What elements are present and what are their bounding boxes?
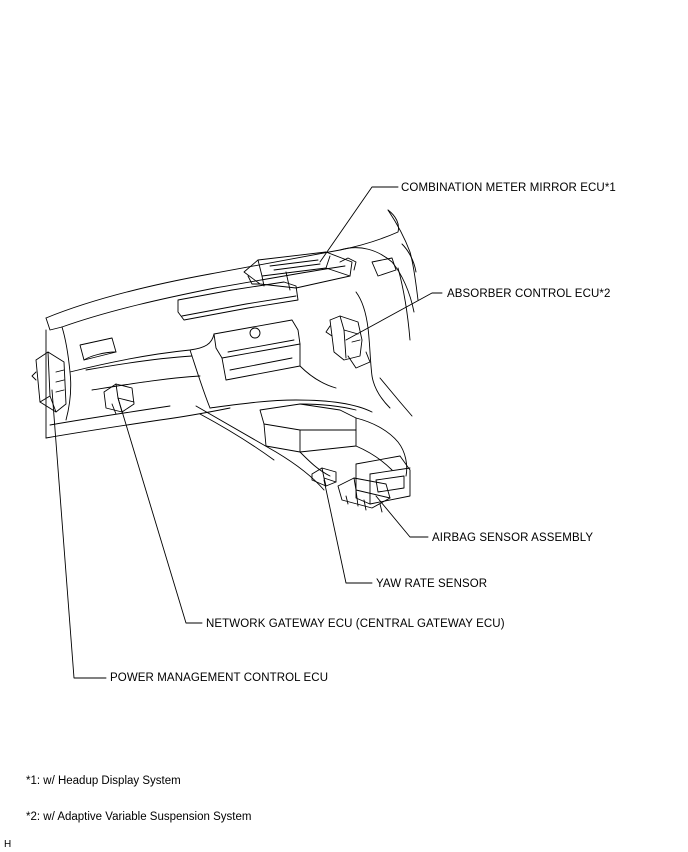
dashboard-outline bbox=[45, 209, 419, 505]
label-power-management-ecu: POWER MANAGEMENT CONTROL ECU bbox=[110, 672, 329, 684]
label-network-gateway-ecu: NETWORK GATEWAY ECU (CENTRAL GATEWAY ECU… bbox=[206, 618, 505, 630]
label-absorber-control-ecu: ABSORBER CONTROL ECU*2 bbox=[447, 288, 611, 300]
leader-network-gateway bbox=[117, 397, 203, 624]
leader-power-management bbox=[51, 389, 107, 679]
leader-lines bbox=[51, 186, 443, 679]
figure-code: H bbox=[4, 839, 12, 850]
footnote-1: *1: w/ Headup Display System bbox=[26, 775, 181, 787]
leader-combination-meter bbox=[319, 186, 399, 263]
label-airbag-sensor-assembly: AIRBAG SENSOR ASSEMBLY bbox=[432, 532, 594, 544]
leader-yaw-rate bbox=[323, 479, 373, 584]
airbag-sensor-part bbox=[337, 477, 391, 513]
network-gateway-ecu-part bbox=[103, 383, 135, 415]
label-combination-meter-ecu: COMBINATION METER MIRROR ECU*1 bbox=[401, 182, 616, 194]
power-management-ecu-part bbox=[31, 351, 67, 413]
leader-airbag-sensor bbox=[375, 495, 429, 538]
leader-absorber-control bbox=[345, 292, 443, 341]
absorber-control-ecu-part bbox=[325, 315, 371, 369]
label-yaw-rate-sensor: YAW RATE SENSOR bbox=[376, 578, 488, 590]
combination-meter-ecu-part bbox=[243, 251, 357, 291]
footnote-2: *2: w/ Adaptive Variable Suspension Syst… bbox=[26, 811, 252, 823]
yaw-rate-sensor-part bbox=[311, 467, 337, 487]
